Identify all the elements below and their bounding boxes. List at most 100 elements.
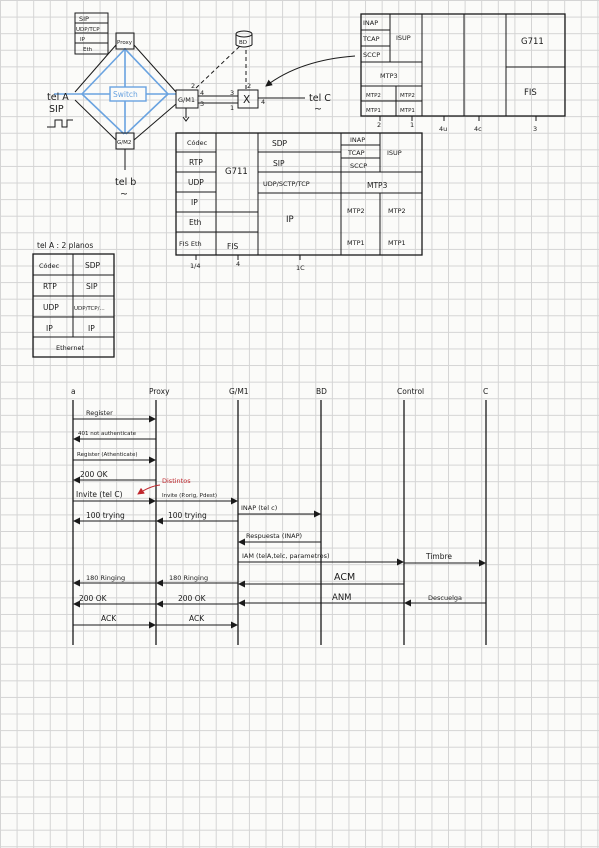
ss7-mtp2-left: MTP2: [366, 93, 381, 99]
lane-label-gm1: G/M1: [229, 387, 249, 396]
port-2-switch: 2: [247, 82, 251, 90]
gw-g711: G711: [225, 167, 248, 177]
port-1-switch: 1: [230, 104, 234, 112]
tel-a-planes-title: tel A : 2 planos: [37, 241, 93, 250]
msg-200-ok-c: 200 OK: [178, 594, 207, 603]
tel-b-tilde: ~: [120, 189, 128, 200]
gw-port-1c: 1C: [296, 264, 305, 272]
gw-ip-large: IP: [286, 215, 294, 225]
ss7-mtp1-left: MTP1: [366, 108, 381, 114]
gw-rtp: RTP: [189, 158, 203, 167]
gm1-node: [175, 89, 199, 109]
ss7-mtp3: MTP3: [380, 72, 398, 80]
gw-codec: Códec: [187, 139, 208, 147]
ss7-g711: G711: [521, 37, 544, 47]
port-4-gm1: 4: [200, 89, 204, 97]
link-a-gm2: [74, 99, 117, 141]
msg-401: 401 not authenticate: [78, 431, 137, 437]
ss7-isup: ISUP: [396, 34, 411, 42]
gw-mtp2-left: MTP2: [347, 207, 365, 215]
gw-port-4: 4: [236, 260, 240, 268]
gw-mtp3: MTP3: [367, 181, 388, 190]
lane-label-a: a: [71, 387, 76, 396]
planes-rtp: RTP: [43, 282, 57, 291]
gm2-node-label: G/M2: [117, 140, 131, 146]
port-3-switch: 3: [230, 89, 234, 97]
ss7-port-1: 1: [410, 121, 414, 129]
msg-100-trying-a: 100 trying: [86, 511, 125, 520]
msg-invite-p: Invite (P.orig, Pdest): [162, 493, 217, 499]
note-distintos-arrow: [137, 484, 161, 495]
ss7-mtp2-right: MTP2: [400, 93, 415, 99]
gm1-pointer-head: [182, 116, 190, 122]
gw-sdp: SDP: [272, 139, 288, 148]
gw-port-1-4: 1/4: [190, 262, 200, 270]
msg-200-ok-b: 200 OK: [79, 594, 108, 603]
link-gm2-gm1: [133, 103, 177, 141]
msg-register: Register: [86, 409, 113, 417]
msg-iam: IAM (telA,telc, parametros): [242, 552, 330, 560]
gw-sip: SIP: [273, 159, 285, 168]
ss7-fis: FIS: [524, 88, 537, 98]
ss7-pointer-arrow: [265, 55, 356, 87]
tel-a-planes-table: tel A : 2 planos Códec SDP RTP SIP UDP U…: [32, 241, 115, 358]
note-distintos: Distintos: [162, 477, 191, 485]
ss7-tcap: TCAP: [362, 35, 380, 43]
proxy-stack-sip: SIP: [79, 15, 89, 23]
gw-udp: UDP: [188, 178, 204, 187]
ss7-mtp1-right: MTP1: [400, 108, 415, 114]
msg-acm: ACM: [334, 572, 355, 583]
port-2-gm1: 2: [191, 82, 195, 90]
gw-ip: IP: [191, 198, 198, 207]
bd-label: BD: [239, 40, 247, 46]
gw-fis: FIS: [227, 242, 239, 251]
gw-inap: INAP: [350, 136, 365, 144]
planes-sip: SIP: [86, 282, 98, 291]
planes-ip-right: IP: [88, 324, 95, 333]
gw-mtp1-right: MTP1: [388, 239, 406, 247]
msg-descuelga: Descuelga: [428, 594, 462, 602]
link-proxy-gm1: [133, 44, 177, 93]
tel-b-label: tel b: [115, 177, 136, 188]
dashed-gm1-bd: [195, 45, 241, 89]
lane-label-c: C: [483, 387, 488, 396]
gw-mtp1-left: MTP1: [347, 239, 365, 247]
tel-a-label: tel A: [47, 92, 69, 103]
tel-c-label: tel C: [309, 93, 331, 104]
gw-sccp: SCCP: [350, 162, 367, 170]
ss7-port-4c: 4c: [474, 125, 482, 133]
lane-label-proxy: Proxy: [149, 387, 170, 396]
ss7-port-2: 2: [377, 121, 381, 129]
ss7-inap: INAP: [363, 19, 378, 27]
ss7-sccp: SCCP: [363, 51, 380, 59]
crossbar-symbol: X: [243, 94, 250, 106]
gm1-node-label: G/M1: [178, 96, 195, 104]
msg-invite-a: Invite (tel C): [76, 490, 123, 499]
switch-fabric: Switch: [54, 48, 176, 135]
planes-codec: Códec: [39, 262, 60, 270]
planes-ip-left: IP: [46, 324, 53, 333]
planes-sdp: SDP: [85, 261, 101, 270]
ss7-port-4u: 4u: [439, 125, 447, 133]
port-4-switch: 4: [261, 98, 265, 106]
planes-udp: UDP: [43, 303, 59, 312]
planes-ethernet: Ethernet: [56, 344, 84, 352]
lane-label-control: Control: [397, 387, 424, 396]
tel-c-tilde: ~: [314, 104, 322, 115]
lane-label-bd: BD: [316, 387, 327, 396]
msg-inap: INAP (tel c): [241, 504, 277, 512]
network-diagram: SIP UDP/TCP IP Eth Switch Proxy G/M2: [47, 12, 356, 200]
link-a-proxy: [74, 44, 117, 93]
planes-udp-tcp: UDP/TCP/...: [74, 306, 105, 312]
proxy-stack-eth: Eth: [83, 47, 93, 53]
msg-200-ok-a: 200 OK: [80, 470, 109, 479]
msg-anm: ANM: [332, 593, 352, 603]
ss7-port-3: 3: [533, 125, 537, 133]
msg-respuesta: Respuesta (INAP): [246, 532, 302, 540]
tel-a-signal-wave: [47, 119, 73, 128]
gw-tcap: TCAP: [347, 149, 365, 157]
msg-100-trying-b: 100 trying: [168, 511, 207, 520]
gw-isup: ISUP: [387, 149, 402, 157]
gateway-stack-table: Códec RTP UDP IP Eth FIS Eth G711 FIS SD…: [175, 132, 423, 272]
